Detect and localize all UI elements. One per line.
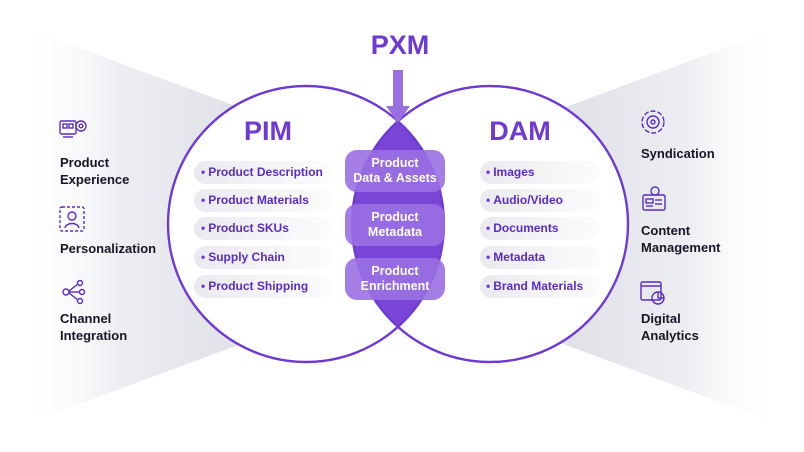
- pxm-title: PXM: [370, 30, 430, 60]
- feature-personalization: Personalization: [60, 241, 157, 256]
- dam-item: •Brand Materials: [486, 279, 584, 293]
- channel-integration-icon: [62, 279, 86, 305]
- pim-item: •Product Description: [201, 165, 323, 179]
- pim-item: •Product Shipping: [201, 279, 309, 293]
- dam-pill: [480, 161, 600, 184]
- dam-pill: [480, 189, 600, 212]
- pim-item: •Product Materials: [201, 193, 309, 207]
- feature-syndication: Syndication: [641, 146, 715, 161]
- dam-item: •Metadata: [486, 250, 546, 264]
- intersection-item: Product Data & Assets: [353, 156, 437, 185]
- pim-pill: [194, 246, 332, 269]
- feature-channel-integration: Channel Integration: [60, 311, 128, 343]
- feature-digital-analytics: Digital Analytics: [641, 311, 699, 343]
- down-arrow-icon: [386, 70, 410, 123]
- content-management-icon: [642, 186, 666, 211]
- dam-item: •Images: [486, 165, 535, 179]
- pim-pill: [194, 189, 332, 212]
- pim-item: •Product SKUs: [201, 221, 289, 235]
- pim-item: •Supply Chain: [201, 250, 285, 264]
- intersection-item: Product Metadata: [367, 210, 423, 239]
- product-experience-icon: [59, 120, 87, 138]
- syndication-icon: [641, 110, 665, 134]
- feature-content-management: Content Management: [641, 223, 721, 255]
- dam-item: •Audio/Video: [486, 193, 563, 207]
- pim-pill: [194, 161, 332, 184]
- dam-title: DAM: [489, 116, 551, 146]
- digital-analytics-icon: [640, 281, 665, 305]
- lens-pill: [345, 204, 445, 246]
- lens-pill: [345, 150, 445, 192]
- pim-pill: [194, 217, 332, 240]
- personalization-icon: [59, 206, 85, 232]
- dam-pill: [480, 217, 600, 240]
- pim-pill: [194, 275, 332, 298]
- pim-title: PIM: [243, 116, 292, 146]
- feature-product-experience: Product Experience: [60, 155, 130, 187]
- dam-pill: [480, 246, 600, 269]
- intersection-item: Product Enrichment: [360, 264, 430, 293]
- dam-pill: [480, 275, 600, 298]
- lens-pill: [345, 258, 445, 300]
- dam-item: •Documents: [486, 221, 559, 235]
